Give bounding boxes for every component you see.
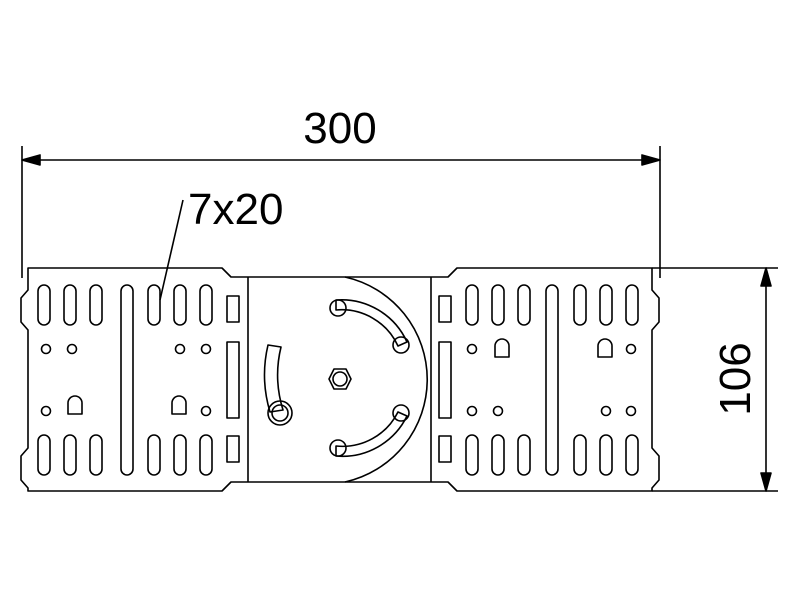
long-slot-left [120, 284, 134, 476]
slot-leader-line [159, 199, 184, 301]
left-top-slots [37, 284, 213, 326]
bolt-bottom-right [392, 404, 410, 422]
d-tab-right-2 [597, 338, 613, 358]
rect-slots-right [438, 295, 452, 463]
d-tab-left-2 [171, 395, 187, 415]
hex-nut-bore [332, 371, 348, 387]
height-dimension [652, 267, 778, 492]
connector-outline [20, 267, 660, 492]
bolt-top-right [392, 336, 410, 354]
width-label: 300 [303, 104, 376, 153]
right-holes [466, 343, 637, 417]
curved-slot-bottom [335, 411, 408, 458]
swivel-plate [344, 276, 429, 483]
arrowhead-right [641, 154, 661, 166]
d-tab-right-1 [494, 338, 510, 358]
bolt-bottom-left [329, 439, 347, 457]
curved-slot-left [263, 344, 284, 413]
left-holes [40, 343, 212, 417]
d-tab-left-1 [67, 395, 83, 415]
arrowhead-left [21, 154, 41, 166]
hex-nut [328, 368, 352, 390]
bolt-head-left-inner [271, 404, 289, 422]
rect-slots-left [226, 295, 240, 463]
arrowhead-bottom [760, 472, 772, 492]
width-dimension [21, 146, 661, 278]
right-bottom-slots [465, 434, 639, 476]
long-slot-right [545, 284, 559, 476]
bolt-head-left-outer [267, 400, 293, 426]
height-label: 106 [711, 342, 760, 415]
right-top-slots [465, 284, 639, 326]
arrowhead-top [760, 267, 772, 287]
slot-size-label: 7x20 [188, 185, 283, 234]
curved-slot-top [335, 299, 408, 347]
bolt-top-left [329, 299, 347, 317]
left-bottom-slots [37, 434, 213, 476]
slot-7x20 [147, 284, 161, 326]
